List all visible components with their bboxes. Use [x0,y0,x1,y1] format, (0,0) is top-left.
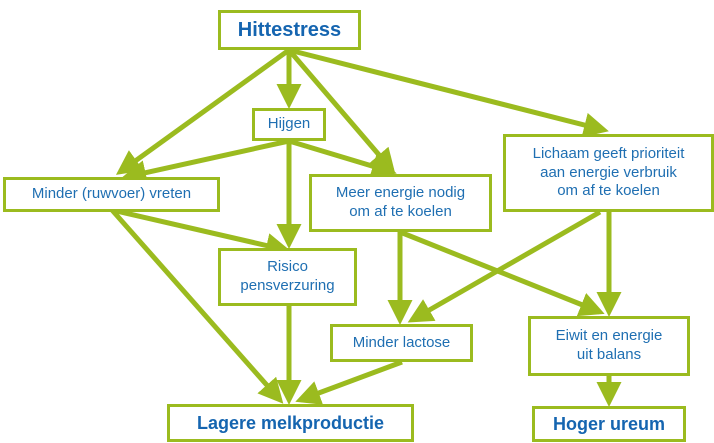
arrow-hittestress-meer-energie [287,48,396,174]
node-hittestress: Hittestress [218,10,361,50]
node-lichaam: Lichaam geeft prioriteit aan energie ver… [503,134,714,212]
node-meer-energie-line1: Meer energie nodig [335,184,466,202]
node-minder-vreten-label: Minder (ruwvoer) vreten [31,185,192,203]
node-risico-line2: pensverzuring [240,277,335,294]
arrow-hittestress-lichaam [288,47,609,138]
node-minder-lactose-label: Minder lactose [352,333,451,351]
node-eiwit-line2: uit balans [576,346,642,363]
node-lagere-melkproductie: Lagere melkproductie [167,404,414,442]
arrow-hittestress-minder-vreten [115,47,291,175]
node-minder-lactose: Minder lactose [330,324,473,362]
arrow-lichaam-minder-lactose [407,209,602,323]
node-risico: Risico pensverzuring [218,248,357,306]
node-lichaam-line3: om af te koelen [557,182,660,200]
node-hijgen-label: Hijgen [267,115,311,133]
node-lichaam-line1: Lichaam geeft prioriteit [532,144,685,162]
node-lichaam-line2: aan energie verbruik [540,163,677,181]
node-eiwit-line1: Eiwit en energie [555,327,663,345]
node-hoger-ureum: Hoger ureum [532,406,686,442]
node-meer-energie-line2: om af te koelen [349,203,452,220]
node-hijgen: Hijgen [252,108,326,141]
arrow-minder-vreten-risico [111,207,291,258]
node-risico-line1: Risico [267,258,308,276]
arrow-hijgen-meer-energie [288,138,397,179]
node-hittestress-label: Hittestress [237,18,342,41]
node-eiwit: Eiwit en energie uit balans [528,316,690,376]
arrow-minder-lactose-lagere-melkproductie [295,359,403,405]
node-lagere-melkproductie-label: Lagere melkproductie [196,412,385,433]
node-meer-energie: Meer energie nodig om af te koelen [309,174,492,232]
node-minder-vreten: Minder (ruwvoer) vreten [3,177,220,212]
arrow-minder-vreten-lagere-melkproductie [110,208,284,404]
arrow-hijgen-minder-vreten [121,138,290,185]
node-hoger-ureum-label: Hoger ureum [552,413,666,434]
